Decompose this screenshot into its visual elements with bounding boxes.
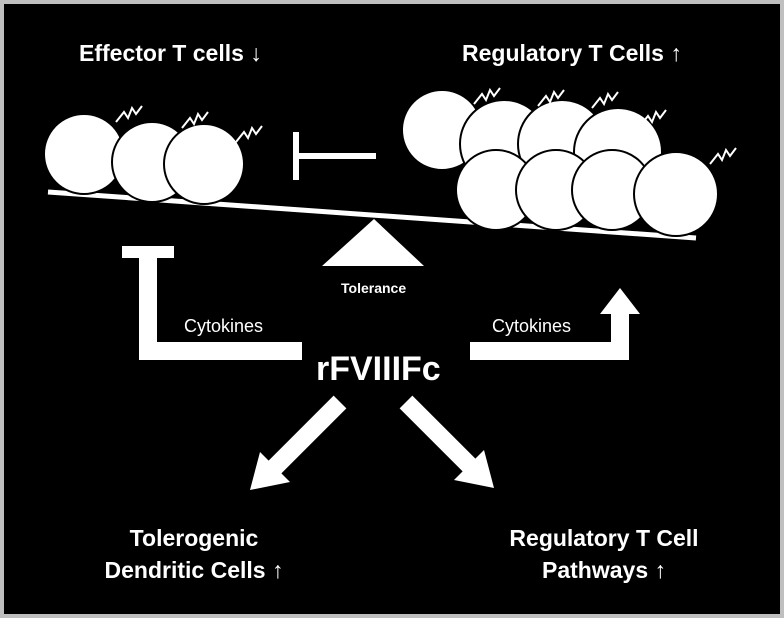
tolerance-label: Tolerance — [341, 280, 407, 296]
right-activation-connector — [470, 288, 640, 360]
arrow-down-right-icon — [399, 395, 494, 488]
regulatory-cell-group — [401, 87, 737, 237]
arrow-up-icon — [600, 288, 640, 314]
inhibition-symbol — [293, 132, 376, 180]
receptor-icon — [235, 125, 263, 143]
treg-line-2: Pathways ↑ — [542, 557, 666, 583]
rfviiifc-label: rFVIIIFc — [316, 350, 441, 388]
treg-line-1: Regulatory T Cell — [509, 525, 699, 551]
tolerogenic-line-2: Dendritic Cells ↑ — [104, 557, 284, 583]
fulcrum-triangle — [322, 219, 424, 266]
diagram-graphics — [43, 87, 737, 490]
receptor-icon — [115, 105, 143, 123]
receptor-icon — [537, 89, 565, 107]
regulatory-t-cells-title: Regulatory T Cells ↑ — [462, 40, 682, 66]
arrow-down-left-icon — [250, 395, 347, 490]
cytokines-left-label: Cytokines — [184, 316, 264, 336]
receptor-icon — [709, 147, 737, 165]
effector-cell — [163, 123, 245, 205]
receptor-icon — [473, 87, 501, 105]
tolerogenic-dendritic-cells-label: Tolerogenic Dendritic Cells ↑ — [74, 522, 314, 586]
regulatory-cell — [633, 151, 719, 237]
cytokines-right-label: Cytokines — [492, 316, 572, 336]
effector-cell-group — [43, 105, 263, 205]
left-inhibition-connector — [122, 246, 302, 360]
receptor-icon — [591, 91, 619, 109]
receptor-icon — [639, 109, 667, 127]
receptor-icon — [181, 111, 209, 129]
regulatory-t-cell-pathways-label: Regulatory T Cell Pathways ↑ — [474, 522, 734, 586]
tolerogenic-line-1: Tolerogenic — [129, 525, 259, 551]
effector-t-cells-title: Effector T cells ↓ — [79, 40, 262, 66]
